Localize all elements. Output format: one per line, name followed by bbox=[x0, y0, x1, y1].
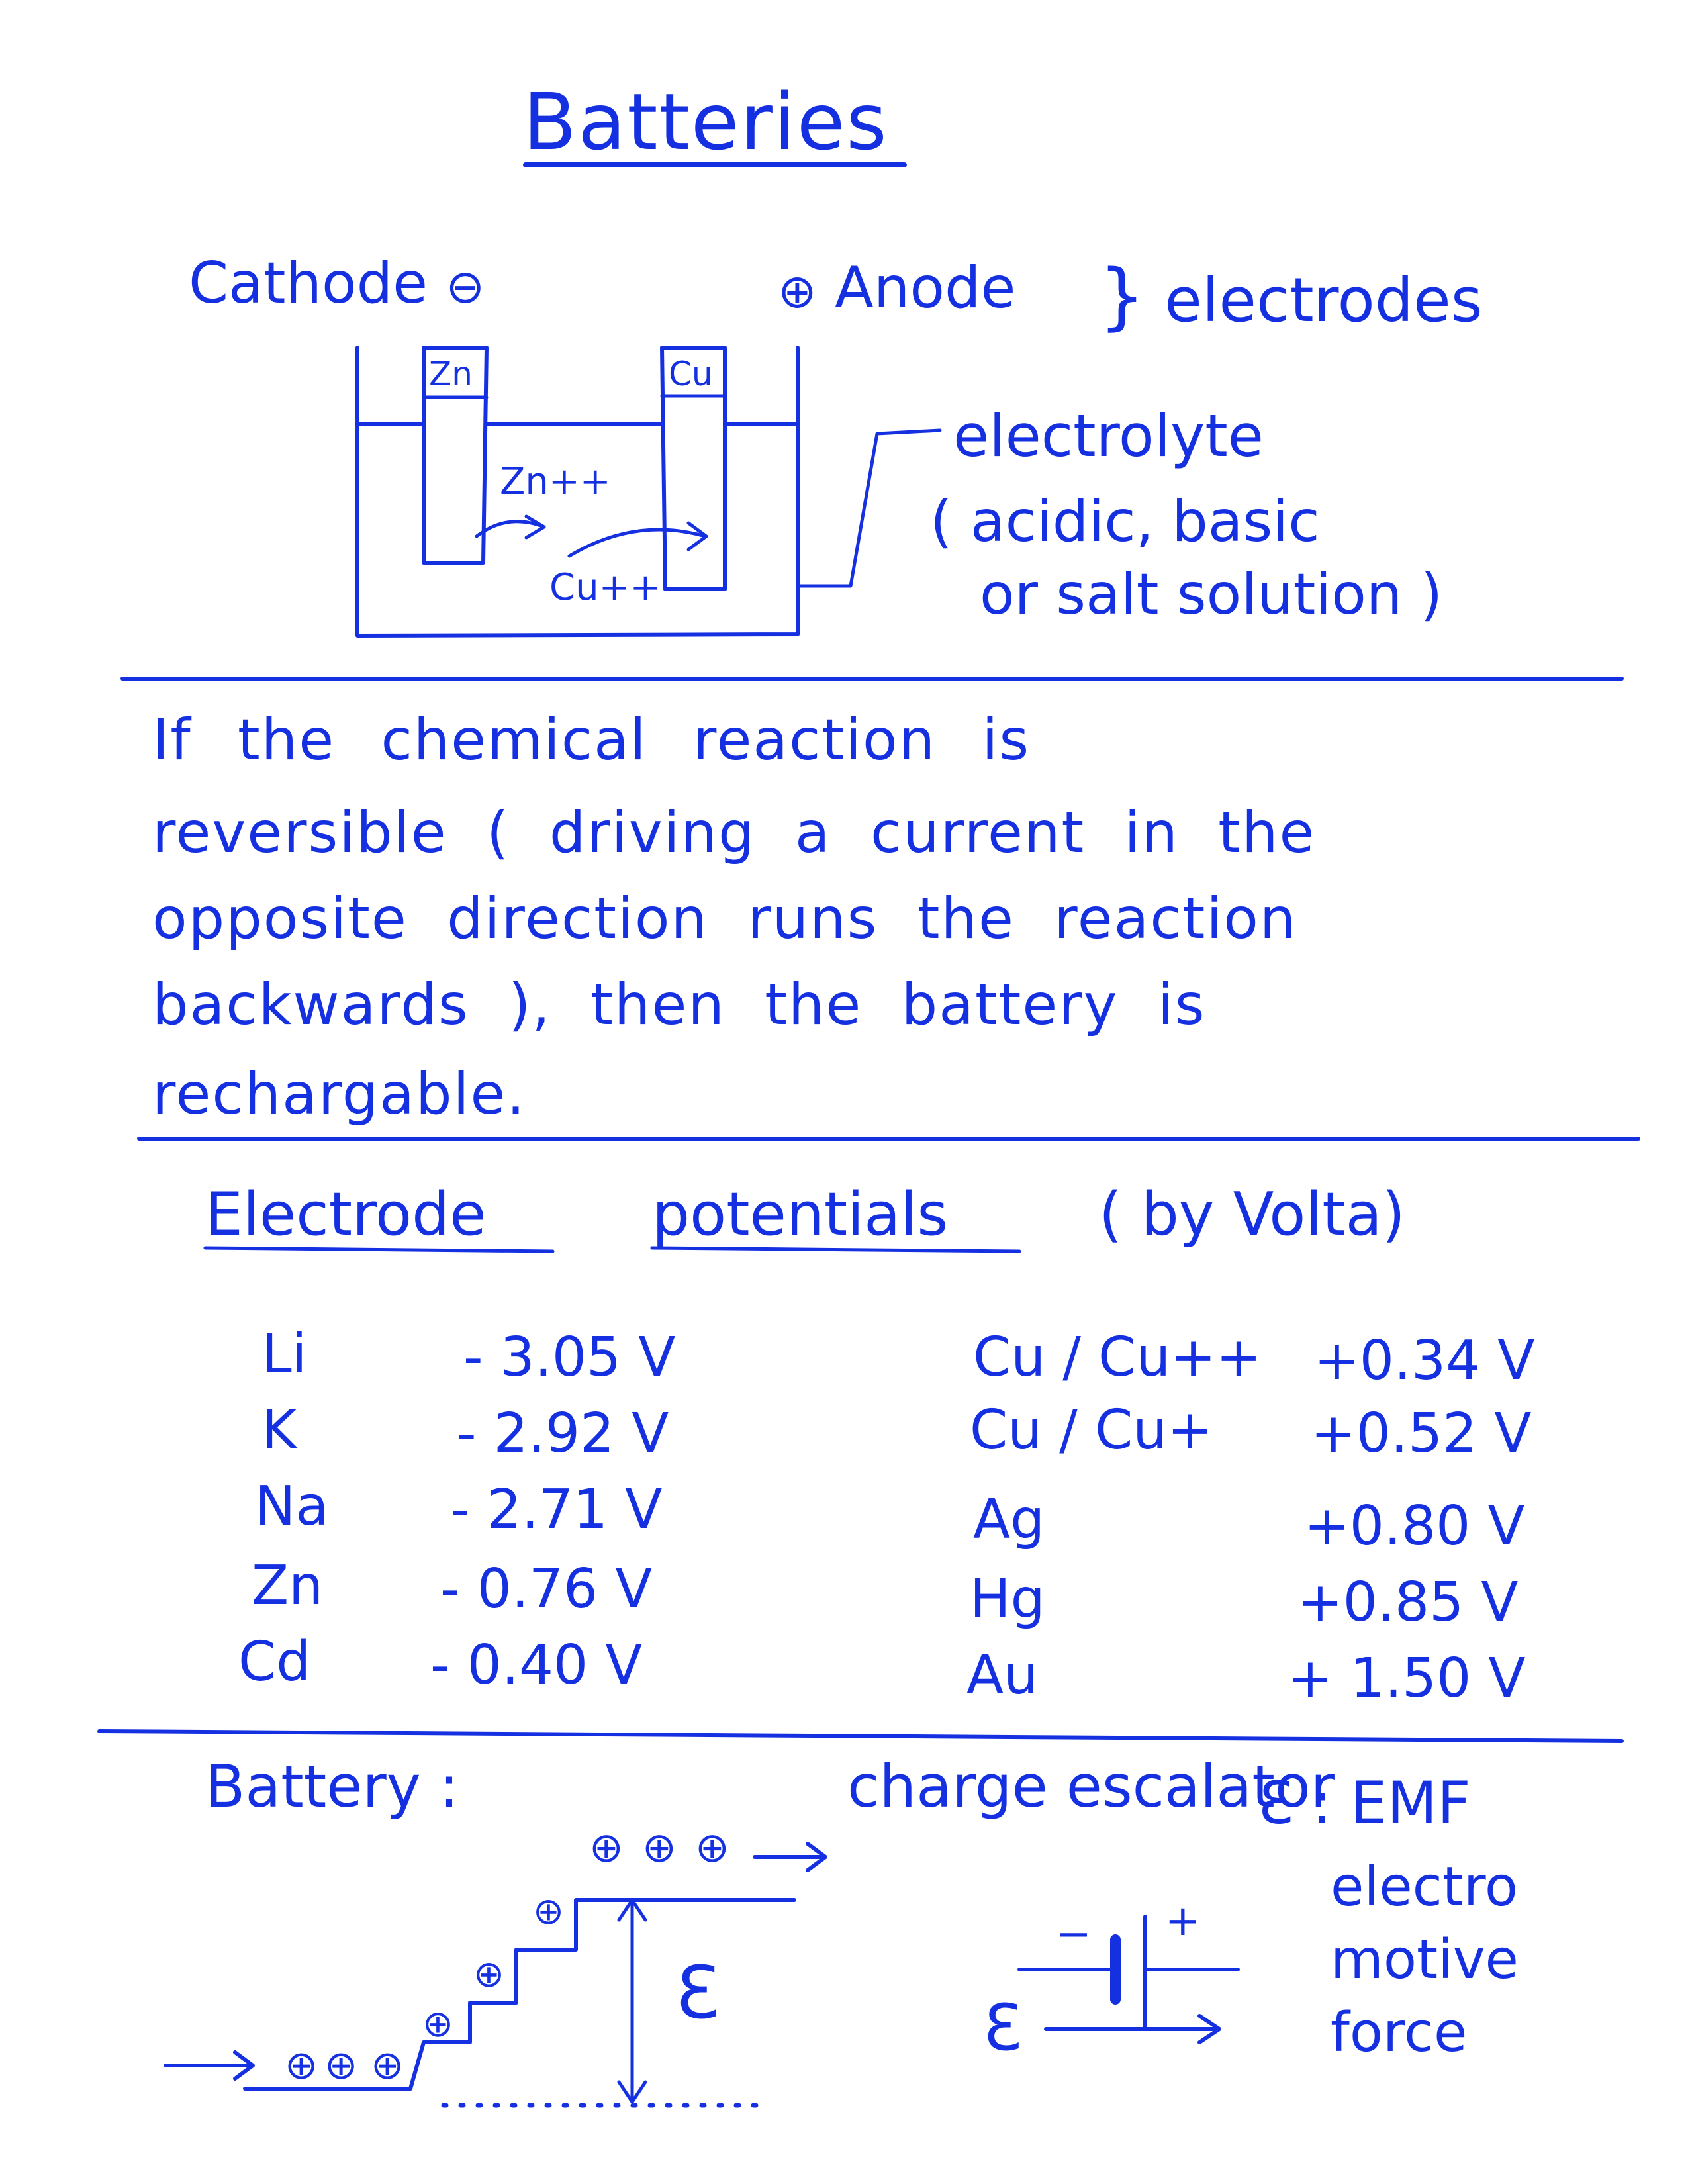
potentials-heading-electrode: Electrode bbox=[205, 1180, 487, 1249]
potential-value-li: - 3.05 V bbox=[463, 1326, 676, 1389]
zn-electrode-label: Zn bbox=[429, 355, 473, 393]
emf-direction-arrowhead bbox=[1197, 2014, 1221, 2044]
emf-height-arrowhead-bottom bbox=[617, 2080, 647, 2104]
cathode-label: Cathode ⊖ bbox=[189, 255, 485, 312]
potential-value-hg: +0.85 V bbox=[1297, 1571, 1519, 1634]
potential-element-ag: Ag bbox=[973, 1488, 1045, 1551]
emf-symbol-epsilon: Ɛ bbox=[675, 1950, 720, 2035]
potential-element-zn: Zn bbox=[252, 1554, 324, 1617]
charge-icon: ⊕ bbox=[533, 1890, 564, 1933]
electrode-underline bbox=[203, 1246, 555, 1253]
battery-epsilon-label: Ɛ bbox=[983, 1991, 1022, 2065]
electrolyte-description-line1: ( acidic, basic bbox=[930, 489, 1320, 555]
potential-value-zn: - 0.76 V bbox=[440, 1558, 653, 1621]
title-underline bbox=[523, 162, 907, 167]
charge-icon: ⊕ bbox=[324, 2042, 358, 2089]
page-title: Batteries bbox=[523, 76, 888, 167]
charge-icon: ⊕ bbox=[422, 2003, 453, 2046]
potential-element-hg: Hg bbox=[970, 1568, 1045, 1631]
emf-definition: Ɛ : EMF bbox=[1258, 1769, 1471, 1837]
cu-ion-arrowhead bbox=[686, 521, 708, 551]
electrolyte-pointer bbox=[796, 428, 942, 588]
cathode-text: Cathode bbox=[189, 250, 428, 316]
negative-sign-icon: ⊖ bbox=[445, 260, 485, 314]
charge-icon: ⊕ bbox=[695, 1823, 729, 1872]
brace-symbol: } bbox=[1099, 254, 1145, 338]
cu-electrode-label: Cu bbox=[669, 355, 713, 393]
charge-icon: ⊕ bbox=[285, 2042, 318, 2089]
charge-icon: ⊕ bbox=[642, 1823, 677, 1872]
potentials-heading-potentials: potentials bbox=[652, 1180, 949, 1249]
emf-height-arrowhead-top bbox=[617, 1898, 647, 1922]
battery-minus-sign: − bbox=[1056, 1910, 1092, 1959]
cu-ion-label: Cu++ bbox=[549, 566, 661, 609]
potential-value-cu-cu1: +0.52 V bbox=[1311, 1402, 1532, 1465]
anode-label: ⊕ Anode bbox=[778, 260, 1015, 316]
potentials-heading-by-volta: ( by Volta) bbox=[1099, 1180, 1405, 1249]
battery-heading: Battery : bbox=[205, 1752, 459, 1821]
charge-icon: ⊕ bbox=[589, 1823, 624, 1872]
potential-element-cu-cu2: Cu / Cu++ bbox=[973, 1326, 1262, 1389]
battery-plus-sign: + bbox=[1165, 1897, 1201, 1946]
positive-sign-icon: ⊕ bbox=[778, 264, 817, 318]
emf-word-force: force bbox=[1331, 2001, 1468, 2064]
electrodes-label: } electrodes bbox=[1099, 260, 1483, 332]
zn-electrode bbox=[422, 346, 489, 565]
paragraph-line-3: opposite direction runs the reaction bbox=[152, 886, 1297, 952]
zn-ion-arrow bbox=[475, 520, 545, 538]
potential-element-na: Na bbox=[255, 1475, 329, 1538]
potential-value-cu-cu2: +0.34 V bbox=[1314, 1329, 1535, 1392]
potential-value-au: + 1.50 V bbox=[1288, 1647, 1526, 1710]
potential-value-ag: +0.80 V bbox=[1304, 1495, 1525, 1558]
charge-icon: ⊕ bbox=[371, 2042, 404, 2089]
potential-element-li: Li bbox=[261, 1323, 307, 1386]
escalator-steps bbox=[243, 1898, 796, 2091]
potential-element-k: K bbox=[261, 1399, 297, 1462]
beaker bbox=[355, 346, 800, 638]
electrolyte-label: electrolyte bbox=[953, 402, 1264, 470]
charge-icon: ⊕ bbox=[473, 1953, 504, 1996]
potential-element-cd: Cd bbox=[238, 1631, 311, 1693]
potential-element-au: Au bbox=[966, 1644, 1039, 1707]
cu-ion-arrow bbox=[567, 528, 707, 558]
potential-value-na: - 2.71 V bbox=[450, 1478, 663, 1541]
exit-arrowhead bbox=[806, 1842, 827, 1872]
emf-word-motive: motive bbox=[1331, 1928, 1519, 1991]
electrodes-text: electrodes bbox=[1164, 265, 1483, 336]
zn-ion-arrowhead bbox=[524, 514, 546, 540]
zn-ion-label: Zn++ bbox=[500, 460, 611, 503]
paragraph-line-4: backwards ), then the battery is bbox=[152, 972, 1206, 1038]
electrolyte-description-line2: or salt solution ) bbox=[980, 561, 1443, 628]
potential-element-cu-cu1: Cu / Cu+ bbox=[970, 1399, 1213, 1462]
potential-value-cd: - 0.40 V bbox=[430, 1634, 643, 1697]
divider-3 bbox=[97, 1729, 1624, 1743]
anode-text: Anode bbox=[835, 255, 1016, 321]
entry-arrowhead bbox=[233, 2050, 255, 2081]
cu-electrode bbox=[660, 346, 727, 591]
paragraph-line-2: reversible ( driving a current in the bbox=[152, 800, 1316, 866]
emf-word-electro: electro bbox=[1331, 1856, 1518, 1919]
paragraph-line-5: rechargable. bbox=[152, 1061, 526, 1127]
paragraph-line-1: If the chemical reaction is bbox=[152, 707, 1031, 773]
potentials-underline bbox=[650, 1246, 1021, 1253]
charge-escalator-heading: charge escalator bbox=[847, 1752, 1335, 1821]
potential-value-k: - 2.92 V bbox=[457, 1402, 669, 1465]
